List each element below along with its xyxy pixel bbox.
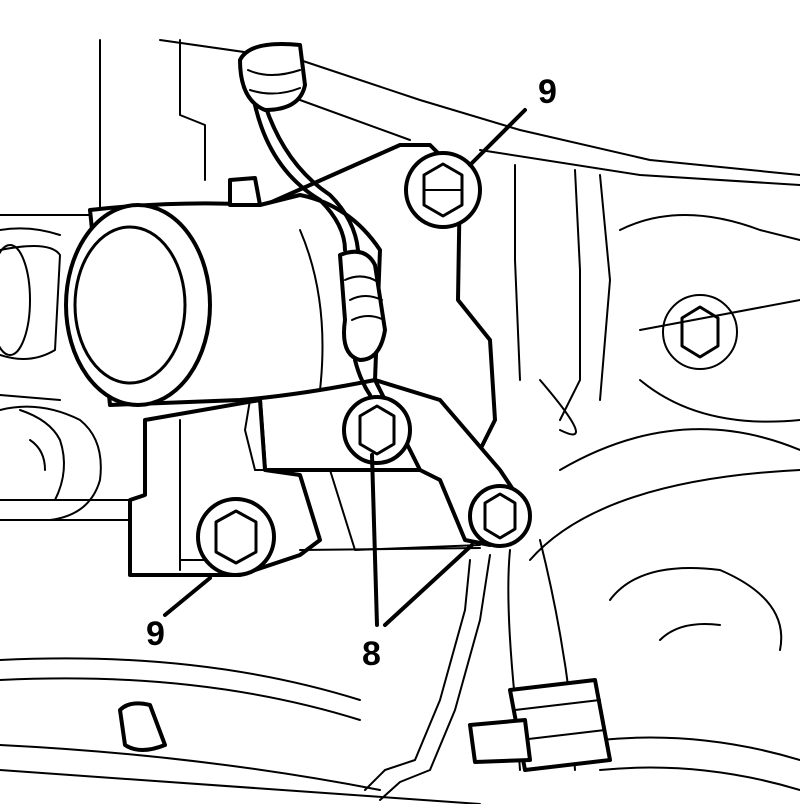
bolt-center	[342, 395, 412, 465]
pipe-hose	[118, 539, 612, 801]
wire-harness	[238, 42, 387, 397]
motor-housing	[64, 176, 382, 471]
bolt-right	[468, 484, 532, 548]
callout-label-9-top: 9	[538, 73, 557, 111]
bolt-bottom-left	[196, 497, 276, 577]
bolt-top-right	[404, 151, 482, 229]
leader-lines	[163, 108, 527, 627]
left-shafts	[0, 227, 102, 521]
callout-label-8: 8	[362, 635, 381, 673]
callout-label-9-bottom: 9	[146, 615, 165, 653]
bolt-background	[662, 294, 738, 370]
